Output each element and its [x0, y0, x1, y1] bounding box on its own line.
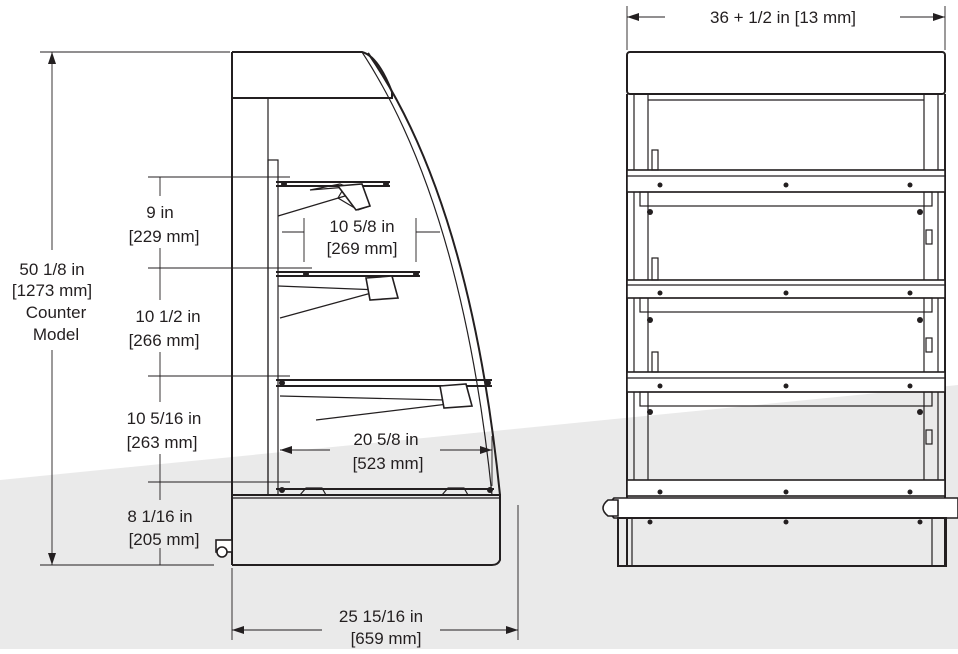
- side-foot-wheel: [216, 546, 228, 558]
- side-front-glass: [367, 52, 501, 496]
- side-shelf-3: [276, 379, 492, 421]
- front-shelf-3: [626, 371, 946, 415]
- background-swoosh-light: [0, 420, 958, 649]
- front-shelf-1: [626, 169, 946, 215]
- dim-bottom-shelf-depth: [280, 436, 493, 486]
- front-bumper-end: [602, 499, 619, 517]
- side-bottom-tray: [276, 487, 494, 496]
- shelf-gap-2-line1: 10 1/2 in: [135, 307, 200, 326]
- front-view: 36 + 1/2 in [13 mm]: [602, 6, 958, 567]
- front-base: [617, 517, 947, 567]
- shelf-gap-1-line1: 9 in: [146, 203, 173, 222]
- side-view: 50 1/8 in [1273 mm] Counter Model 9 in […: [12, 51, 519, 648]
- overall-height-line2: [1273 mm]: [12, 281, 92, 300]
- overall-depth-line2: [659 mm]: [351, 629, 422, 648]
- front-shelf-2: [626, 279, 946, 323]
- base-height-line1: 8 1/16 in: [127, 507, 192, 526]
- dim-shelf-gaps: [148, 176, 312, 565]
- side-shelf-2: [276, 271, 420, 319]
- side-canopy: [232, 51, 393, 99]
- front-canopy: [626, 51, 946, 95]
- side-base: [232, 494, 501, 566]
- side-column-rail: [267, 159, 279, 496]
- shelf-gap-3-line2: [263 mm]: [127, 433, 198, 452]
- bottom-shelf-depth-line2: [523 mm]: [353, 454, 424, 473]
- side-shelf-1: [276, 181, 390, 217]
- dim-overall-width: [626, 6, 946, 50]
- base-height-line2: [205 mm]: [129, 530, 200, 549]
- overall-depth-line1: 25 15/16 in: [339, 607, 423, 626]
- dim-overall-height: [40, 51, 230, 566]
- overall-width-label: 36 + 1/2 in [13 mm]: [710, 8, 856, 27]
- front-bottom-tray: [626, 479, 946, 497]
- top-shelf-depth-line1: 10 5/8 in: [329, 217, 394, 236]
- top-shelf-depth-line2: [269 mm]: [327, 239, 398, 258]
- dim-overall-depth: [231, 505, 519, 640]
- overall-height-line3: Counter: [26, 303, 87, 322]
- side-front-glass-inner: [361, 51, 493, 496]
- dim-top-shelf-depth: [282, 218, 440, 262]
- overall-height-line1: 50 1/8 in: [19, 260, 84, 279]
- front-brackets: [651, 149, 933, 445]
- shelf-gap-3-line1: 10 5/16 in: [127, 409, 202, 428]
- front-bumper: [608, 497, 958, 519]
- bottom-shelf-depth-line1: 20 5/8 in: [353, 430, 418, 449]
- overall-height-line4: Model: [33, 325, 79, 344]
- shelf-gap-2-line2: [266 mm]: [129, 331, 200, 350]
- shelf-gap-1-line2: [229 mm]: [129, 227, 200, 246]
